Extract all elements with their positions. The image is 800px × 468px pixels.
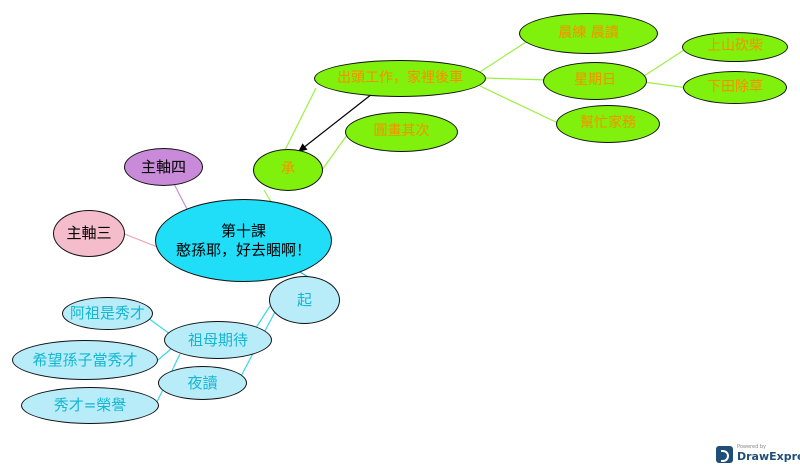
line-work-chores <box>479 85 561 125</box>
grandpa-xiucai-node[interactable]: 阿祖是秀才 <box>62 297 153 330</box>
badge-powered-text: Powered by <box>737 444 766 450</box>
drawexpress-logo-icon <box>716 446 733 463</box>
badge-name-text: DrawExpress <box>737 450 800 463</box>
grandma-hopes-node[interactable]: 祖母期待 <box>164 321 272 359</box>
line-work-morning <box>479 41 527 73</box>
xiucai-honor-node[interactable]: 秀才=榮譽 <box>21 387 159 424</box>
line-sunday-mountain <box>643 49 685 77</box>
night-study-node[interactable]: 夜讀 <box>158 366 247 400</box>
line-work-sunday <box>483 77 549 81</box>
line-sunday-field <box>643 81 689 89</box>
morning-node[interactable]: 晨練 晨讀 <box>519 13 658 54</box>
sunday-node[interactable]: 星期日 <box>543 62 647 100</box>
cheng-node[interactable]: 承 <box>253 149 323 191</box>
center-node[interactable]: 第十課 憨孫耶，好去睏啊！ <box>155 199 332 282</box>
axis3-node[interactable]: 主軸三 <box>53 210 125 257</box>
other-node[interactable]: 圓畫其次 <box>345 112 458 152</box>
field-down-node[interactable]: 下田除草 <box>683 71 787 104</box>
arrow-work-to-cheng <box>297 93 373 153</box>
drawexpress-badge: Powered by DrawExpress <box>716 444 800 466</box>
hope-grandson-node[interactable]: 希望孫子當秀才 <box>12 340 158 380</box>
help-chores-node[interactable]: 幫忙家務 <box>556 105 660 143</box>
line-center-axis3 <box>121 232 161 249</box>
line-grandma-hope <box>157 347 173 361</box>
axis4-node[interactable]: 主軸四 <box>124 148 203 186</box>
line-grandma-grandpa <box>147 317 171 335</box>
qi-node[interactable]: 起 <box>269 276 340 324</box>
line-cheng-work <box>284 87 317 151</box>
mountain-up-node[interactable]: 上山砍柴 <box>682 32 788 62</box>
work-hard-node[interactable]: 出頭工作，家裡後車 <box>314 60 486 97</box>
